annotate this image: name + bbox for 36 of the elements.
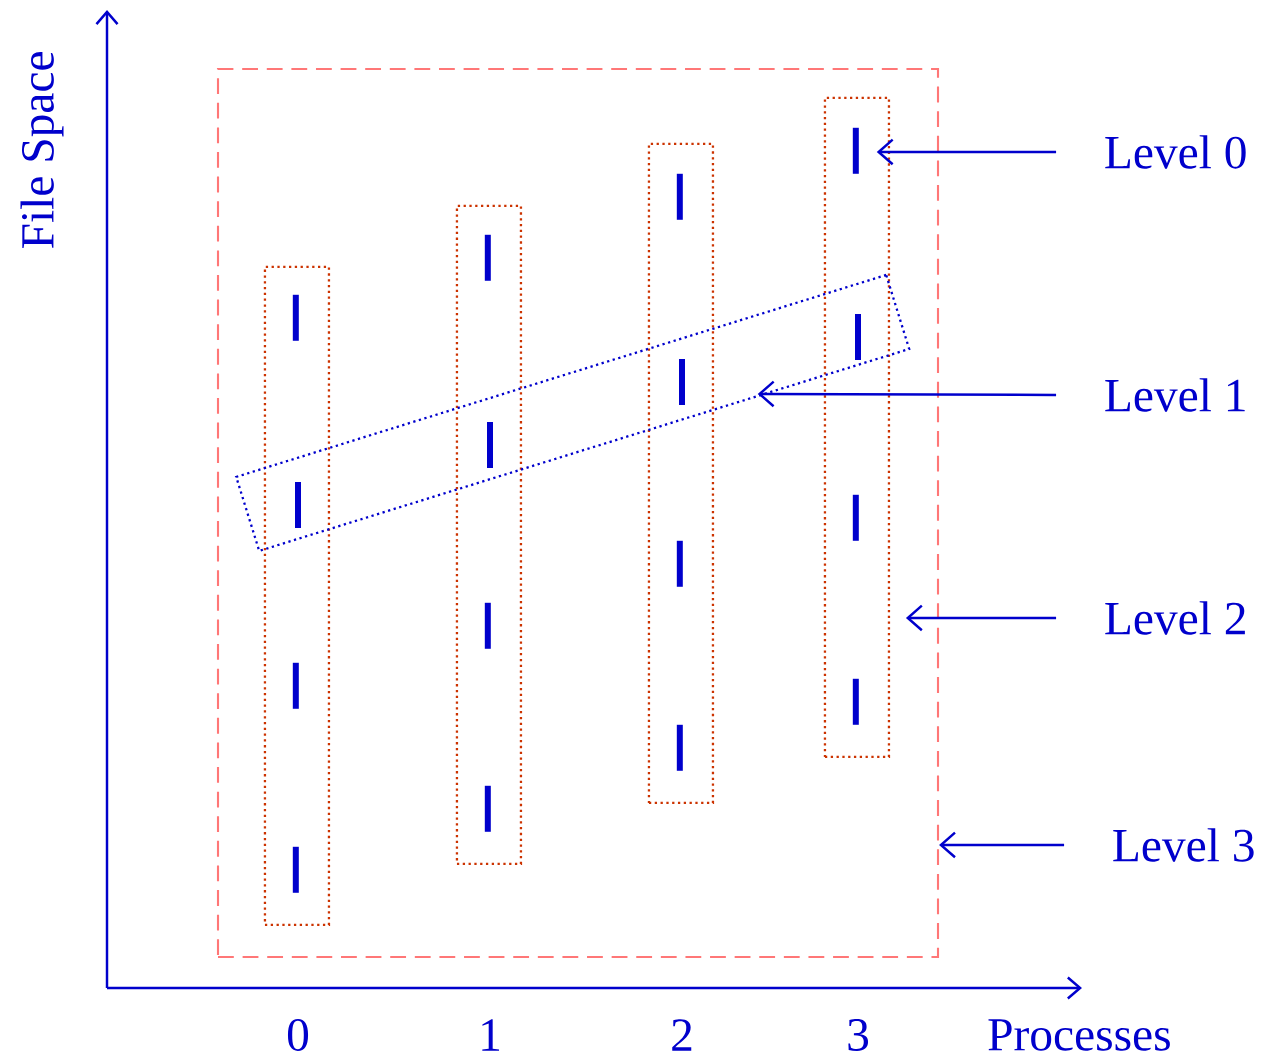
bar bbox=[484, 785, 491, 832]
bar bbox=[292, 294, 299, 341]
arrow bbox=[905, 604, 1057, 632]
tilted-dotted-box bbox=[234, 273, 911, 553]
level-label: Level 3 bbox=[1113, 828, 1254, 862]
bar bbox=[679, 359, 685, 405]
level-label: Level 0 bbox=[1105, 135, 1246, 169]
bar bbox=[855, 314, 861, 360]
dotted-box bbox=[823, 96, 891, 759]
bar bbox=[484, 602, 491, 649]
dashed-box bbox=[216, 67, 940, 959]
bar bbox=[676, 724, 683, 771]
bar bbox=[487, 422, 493, 468]
dotted-box bbox=[263, 265, 331, 927]
arrow bbox=[939, 831, 1065, 859]
level-label: Level 1 bbox=[1105, 378, 1245, 412]
bar bbox=[292, 846, 299, 893]
dotted-box bbox=[455, 204, 523, 866]
tick-label: 2 bbox=[672, 1019, 692, 1051]
axis-label: File Space bbox=[20, 52, 64, 249]
bar bbox=[292, 662, 299, 709]
bar bbox=[852, 494, 859, 541]
bar bbox=[676, 173, 683, 220]
tick-label: 3 bbox=[848, 1019, 869, 1051]
level-label: Level 2 bbox=[1105, 601, 1245, 635]
bar bbox=[484, 234, 491, 281]
axis-label: Processes bbox=[988, 1019, 1170, 1051]
tick-label: 0 bbox=[287, 1018, 309, 1051]
bar bbox=[852, 127, 859, 174]
arrow bbox=[757, 380, 1057, 408]
tick-label: 1 bbox=[482, 1019, 500, 1051]
arrow bbox=[876, 138, 1057, 166]
bar bbox=[852, 678, 859, 725]
dotted-box bbox=[647, 142, 715, 805]
bar bbox=[676, 540, 683, 587]
bar bbox=[295, 482, 301, 528]
